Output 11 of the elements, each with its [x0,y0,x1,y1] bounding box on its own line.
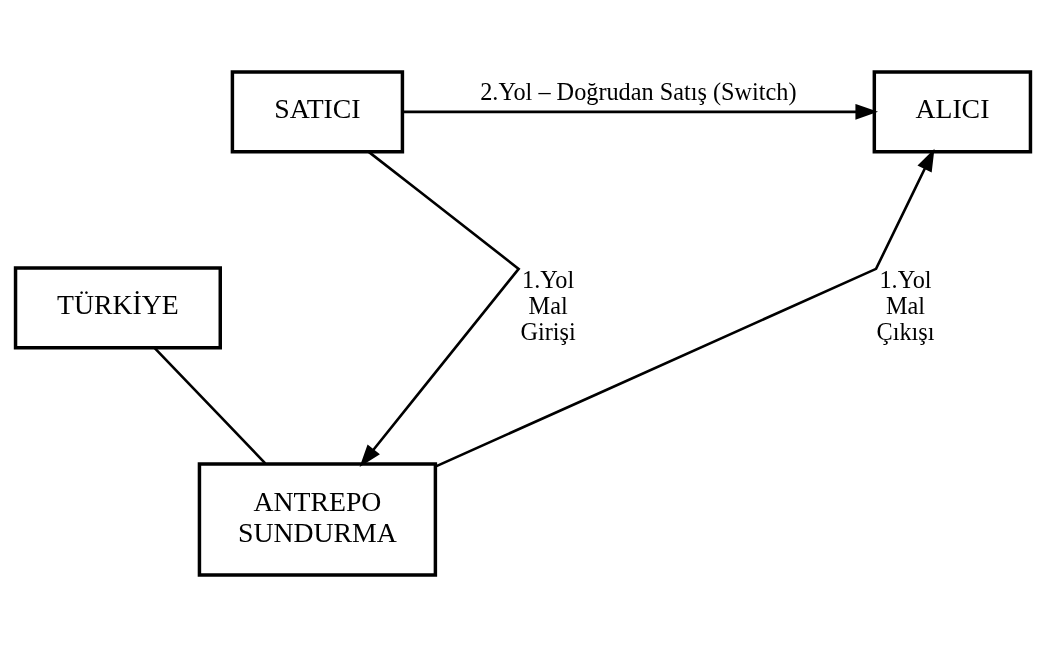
arrow [435,148,935,468]
node-box: ALICI [872,69,1033,153]
arrow [403,103,878,120]
arrow [359,150,520,467]
node-box: ANTREPO SUNDURMA [197,461,438,577]
connector [153,346,267,464]
node-box: TÜRKİYE [13,265,222,350]
edge-label: 1.Yol Mal Girişi [520,265,576,345]
node-box: SATICI [230,69,405,153]
edge-label: 1.Yol Mal Çıkışı [876,265,935,345]
edge-label: 2.Yol – Doğrudan Satış (Switch) [480,77,797,105]
